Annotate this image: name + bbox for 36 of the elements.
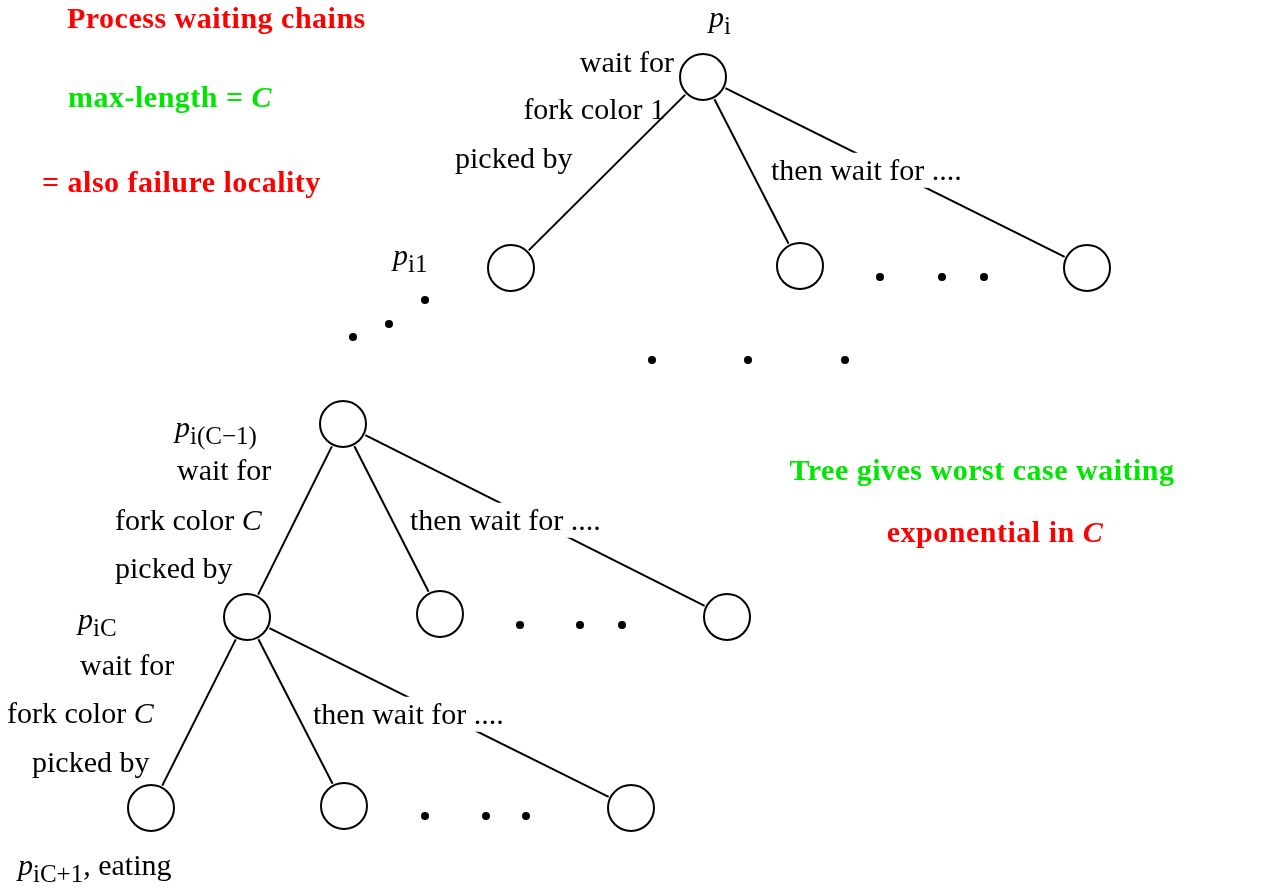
tree-edge <box>527 93 687 252</box>
process-circle <box>320 782 368 830</box>
tree-edge <box>257 638 334 785</box>
process-label: p$_{iC}$ <box>78 601 117 643</box>
tree-edge <box>353 445 430 593</box>
annotation-text: picked by <box>115 550 233 586</box>
tree-edge <box>161 638 237 787</box>
annotation-text: fork color 1 <box>523 91 665 127</box>
process-circle <box>1063 244 1111 292</box>
annotation-text: picked by <box>455 140 573 176</box>
process-circle <box>319 400 367 448</box>
annotation-text: wait for <box>80 647 175 683</box>
process-circle <box>607 784 655 832</box>
tree-edge <box>713 98 790 245</box>
process-circle <box>127 784 175 832</box>
process-circle <box>703 593 751 641</box>
annotation-text: = also failure locality <box>42 164 321 200</box>
annotation-text: max-length = C <box>68 79 273 115</box>
process-circle <box>679 53 727 101</box>
annotation-text: fork color C <box>7 695 154 731</box>
annotation-text: fork color C <box>115 502 262 538</box>
process-circle <box>416 590 464 638</box>
annotation-text: picked by <box>32 744 150 780</box>
process-circle <box>223 593 271 641</box>
title: Process waiting chains <box>67 0 366 36</box>
process-label: p$_{i1}$ <box>393 237 428 279</box>
process-label: p$_{i}$ <box>709 0 731 41</box>
annotation-text: Tree gives worst case waiting <box>789 452 1175 488</box>
process-circle <box>487 244 535 292</box>
process-label: p$_{i(C−1)}$ <box>175 409 257 451</box>
annotation-text: exponential in C <box>886 514 1104 550</box>
annotation-text: wait for <box>579 44 674 80</box>
annotation-text: wait for <box>177 452 272 488</box>
tree-edge <box>257 445 333 596</box>
process-circle <box>776 242 824 290</box>
process-label: p$_{iC+1}$, eating <box>18 847 172 889</box>
